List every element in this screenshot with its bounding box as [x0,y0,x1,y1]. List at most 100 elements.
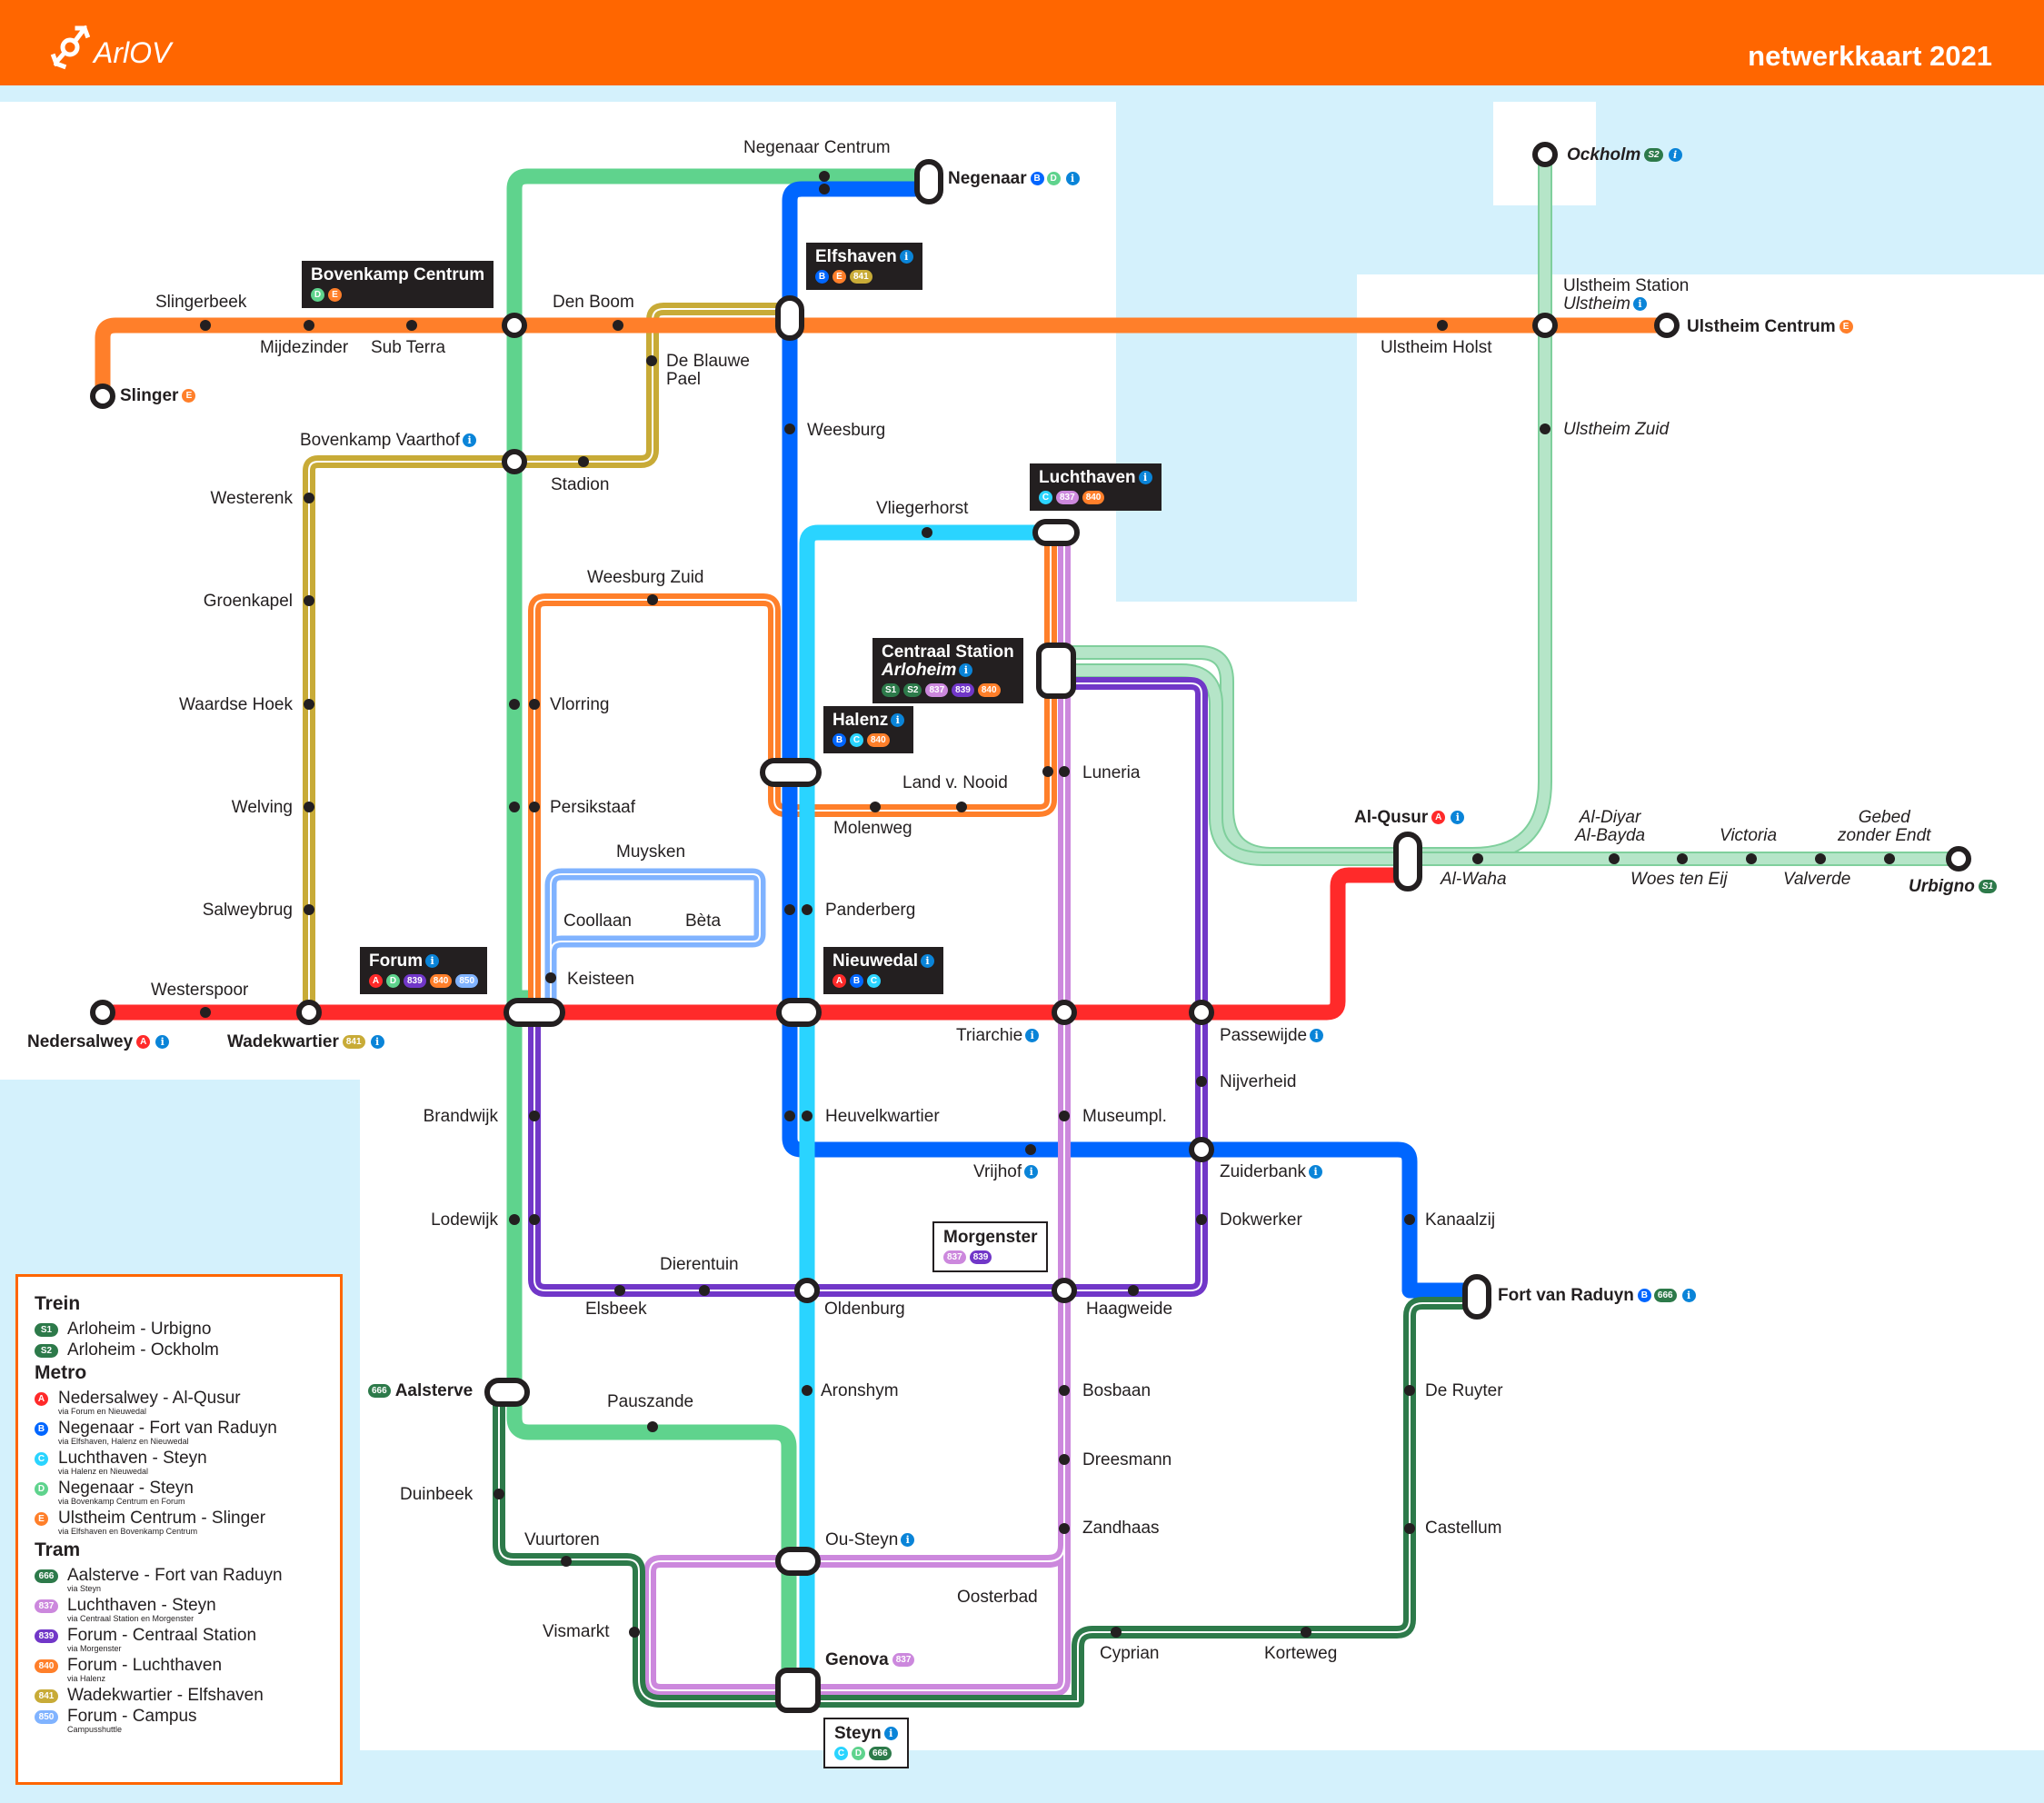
station-haagweide[interactable]: Haagweide [1086,1300,1173,1319]
station-ring-nedersalwey[interactable] [90,1000,115,1025]
station-dot-valverde[interactable] [1815,853,1826,864]
station-dot-heuvelkwartier[interactable] [784,1111,795,1121]
station-dot-al-diyar[interactable] [1609,853,1620,864]
station-keisteen[interactable]: Keisteen [567,970,634,989]
station-dot-haagweide[interactable] [1128,1285,1139,1296]
station-panderberg[interactable]: Panderberg [825,901,916,920]
station-korteweg[interactable]: Korteweg [1264,1644,1338,1663]
station-dot-vismarkt[interactable] [629,1627,640,1638]
station-dot-panderberg[interactable] [784,904,795,915]
station-pauszande[interactable]: Pauszande [607,1392,694,1411]
station-dierentuin[interactable]: Dierentuin [660,1255,739,1274]
station-salweybrug[interactable]: Salweybrug [202,901,293,920]
station-beta[interactable]: Bèta [685,911,722,931]
station-box-steyn-symbol[interactable] [775,1668,821,1713]
station-waardse-hoek[interactable]: Waardse Hoek [179,695,293,714]
station-zandhaas[interactable]: Zandhaas [1082,1519,1160,1538]
station-ring-ulstheim-centrum[interactable] [1654,313,1680,338]
station-dot-ulstheim-zuid[interactable] [1540,423,1550,434]
station-al-waha[interactable]: Al-Waha [1441,870,1507,889]
station-dot-vuurtoren[interactable] [561,1556,572,1567]
station-dot-aronshym[interactable] [802,1385,813,1396]
station-ring-slinger[interactable] [90,384,115,409]
station-vlorring[interactable]: Vlorring [550,695,610,714]
station-dot-westerspoor[interactable] [200,1007,211,1018]
station-dot-vrijhof[interactable] [1025,1144,1036,1155]
station-dot-pauszande[interactable] [647,1421,658,1432]
station-dot-de-ruyter[interactable] [1404,1385,1415,1396]
station-dot-slingerbeek[interactable] [200,320,211,331]
station-ring-oldenburg[interactable] [794,1278,820,1303]
station-muysken[interactable]: Muysken [616,842,686,862]
station-ring-ulstheim-station[interactable] [1532,313,1558,338]
station-bosbaan[interactable]: Bosbaan [1082,1381,1152,1400]
station-oldenburg[interactable]: Oldenburg [824,1300,905,1319]
station-ulstheim-holst[interactable]: Ulstheim Holst [1381,338,1492,357]
station-dot-westerenk[interactable] [304,493,314,503]
station-dot-lodewijk[interactable] [529,1214,540,1225]
station-westerenk[interactable]: Westerenk [210,489,293,508]
station-pill-halenz[interactable] [760,758,822,787]
station-ring-urbigno[interactable] [1946,846,1971,872]
station-dot-dierentuin[interactable] [699,1285,710,1296]
station-dot-ulstheim-holst[interactable] [1437,320,1448,331]
station-pill-negenaar[interactable] [914,159,943,204]
station-dot-panderberg-c[interactable] [802,904,813,915]
station-dot-weesburg[interactable] [784,423,795,434]
station-lodewijk[interactable]: Lodewijk [431,1210,498,1230]
station-dot-heuvelkwartier-c[interactable] [802,1111,813,1121]
station-dot-cyprian[interactable] [1111,1627,1122,1638]
station-cyprian[interactable]: Cyprian [1100,1644,1160,1663]
station-stadion[interactable]: Stadion [551,475,610,494]
station-duinbeek[interactable]: Duinbeek [400,1485,474,1504]
station-dot-land-v-nooid[interactable] [956,802,967,812]
station-ring-bovenkamp-centrum[interactable] [502,313,527,338]
station-luneria[interactable]: Luneria [1082,763,1141,782]
station-dot-victoria[interactable] [1746,853,1757,864]
station-dot-museumpl[interactable] [1059,1111,1070,1121]
station-welving[interactable]: Welving [231,798,293,817]
station-heuvelkwartier[interactable]: Heuvelkwartier [825,1107,940,1126]
station-dot-nijverheid[interactable] [1196,1076,1207,1087]
station-dot-persikstaaf[interactable] [509,802,520,812]
station-aronshym[interactable]: Aronshym [821,1381,899,1400]
station-mijdezinder[interactable]: Mijdezinder [260,338,349,357]
station-dot-de-blauwe-pael[interactable] [646,355,657,366]
station-ring-bovenkamp-vaarthof[interactable] [502,449,527,474]
station-pill-forum[interactable] [504,998,565,1027]
station-dot-vlorring[interactable] [509,699,520,710]
station-slingerbeek[interactable]: Slingerbeek [155,293,247,312]
station-dokwerker[interactable]: Dokwerker [1220,1210,1302,1230]
station-sub-terra[interactable]: Sub Terra [371,338,446,357]
station-dot-negenaar-centrum[interactable] [819,171,830,182]
station-ulstheim-zuid[interactable]: Ulstheim Zuid [1563,420,1670,439]
station-den-boom[interactable]: Den Boom [553,293,634,312]
station-dot-welving[interactable] [304,802,314,812]
station-dot-korteweg[interactable] [1301,1627,1311,1638]
station-dot-dokwerker[interactable] [1196,1214,1207,1225]
station-dot-gebed-zonder-endt[interactable] [1884,853,1895,864]
station-vuurtoren[interactable]: Vuurtoren [524,1530,600,1549]
